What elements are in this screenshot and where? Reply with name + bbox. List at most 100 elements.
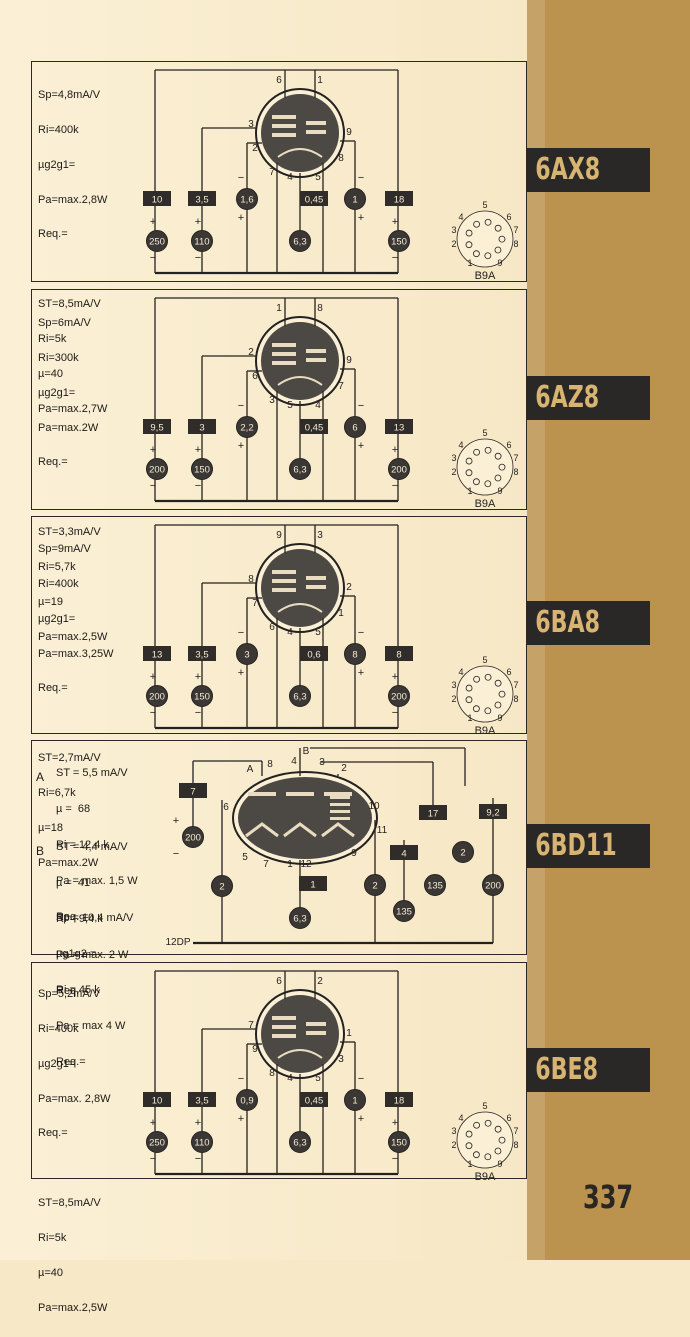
minus-sign: −	[358, 627, 364, 639]
circle-value: 135	[396, 907, 412, 918]
spec-line: Req.=	[38, 1127, 68, 1140]
spec-line: Pa = max 4 W	[56, 1020, 126, 1032]
grid-element	[272, 352, 296, 356]
value-box	[188, 1092, 216, 1107]
value-box	[419, 805, 447, 820]
grid-element	[330, 810, 350, 813]
plus-sign: +	[195, 1117, 201, 1129]
plus-sign: +	[195, 216, 201, 228]
pin-label: 5	[315, 627, 321, 638]
minus-sign: −	[358, 1073, 364, 1085]
socket-pin	[484, 252, 492, 260]
plus-sign: +	[195, 444, 201, 456]
value-circle	[146, 458, 168, 480]
plus-sign: +	[195, 671, 201, 683]
cathode	[321, 822, 355, 838]
pin-label: 3	[319, 757, 325, 768]
pin-label: 2	[317, 976, 323, 987]
circle-value: 6,3	[293, 914, 306, 925]
plus-sign: +	[392, 444, 398, 456]
grid-element	[306, 358, 326, 362]
socket-number: 9	[497, 258, 502, 268]
minus-sign: −	[195, 480, 201, 492]
spec-line: ST = 4,4 mA/V	[56, 841, 128, 853]
base-type: B9A	[475, 270, 496, 282]
circle-value: 1	[352, 195, 357, 206]
grid-element	[306, 1022, 326, 1026]
socket-pin	[494, 679, 502, 687]
value-circle	[191, 685, 213, 707]
circle-value: 2	[219, 882, 224, 893]
grid-element	[272, 579, 296, 583]
socket-number: 2	[451, 1140, 456, 1150]
tube-label-6ba8: 6BA8	[527, 601, 650, 645]
spec-line: Req.=	[38, 682, 68, 695]
pin-label: 8	[248, 574, 254, 585]
pin-label: 1	[338, 608, 344, 619]
pin-label: 4	[287, 1073, 293, 1084]
plus-sign: +	[150, 1117, 156, 1129]
value-box	[300, 1092, 328, 1107]
socket-pin	[494, 246, 502, 254]
pin-label: 1	[317, 75, 323, 86]
pin-label: 1	[346, 1028, 352, 1039]
value-circle	[388, 230, 410, 252]
circle-value: 1	[352, 1096, 357, 1107]
minus-sign: −	[150, 707, 156, 719]
socket-number: 2	[451, 239, 456, 249]
box-value: 0,45	[305, 423, 324, 434]
socket-number: 8	[513, 1140, 518, 1150]
socket-pin	[465, 457, 473, 465]
pin-label: 4	[315, 400, 321, 411]
circle-value: 250	[149, 237, 165, 248]
socket-number: 7	[513, 453, 518, 463]
socket-number: 4	[458, 1113, 463, 1123]
minus-sign: −	[173, 848, 179, 860]
value-circle	[146, 685, 168, 707]
circle-value: 135	[427, 881, 443, 892]
circle-value: 2	[460, 848, 465, 859]
circle-value: 8	[352, 650, 357, 661]
socket-number: 1	[467, 713, 472, 723]
pin-label: 4	[291, 756, 297, 767]
minus-sign: −	[358, 172, 364, 184]
value-circle	[211, 875, 233, 897]
page-number: 337	[583, 1178, 634, 1216]
circle-value: 150	[194, 692, 210, 703]
socket-number: 7	[513, 1126, 518, 1136]
grid-element	[306, 130, 326, 134]
heater	[277, 603, 323, 613]
minus-sign: −	[150, 480, 156, 492]
tube-label-6bd11: 6BD11	[527, 824, 650, 868]
pin-label: 6	[223, 802, 229, 813]
spec-line: ST = 5,5 mA/V	[56, 767, 128, 779]
socket-pin	[494, 1125, 502, 1133]
socket-pin	[484, 1153, 492, 1161]
spec-line: ST=2,7mA/V	[38, 752, 101, 765]
tube-label-6az8: 6AZ8	[527, 376, 650, 420]
socket-number: 3	[451, 453, 456, 463]
spec-line: µ = 68	[56, 803, 91, 815]
spec-line: Sp=6mA/V	[38, 317, 91, 330]
value-box	[385, 191, 413, 206]
socket-pin	[472, 250, 480, 258]
box-value: 3,5	[195, 650, 208, 661]
electrode	[286, 792, 314, 796]
section-label-a: A	[36, 770, 45, 784]
circle-value: 6,3	[293, 465, 306, 476]
socket-number: 5	[482, 655, 487, 665]
grid-element	[272, 1034, 296, 1038]
pin-label: 1	[287, 859, 293, 870]
circle-value: 1,6	[240, 195, 253, 206]
value-circle	[146, 230, 168, 252]
pin-label: 7	[252, 598, 258, 609]
plus-sign: +	[238, 212, 244, 224]
specs-6bd11-a: ST = 5,5 mA/V µ = 68 Ri = 12,4 k Pa = ma…	[56, 743, 138, 947]
circle-value: 0,9	[240, 1096, 253, 1107]
spec-line: µg2g1=	[38, 158, 76, 171]
plus-sign: +	[392, 1117, 398, 1129]
spec-line: µg2g1=	[38, 1057, 76, 1070]
value-circle	[191, 1131, 213, 1153]
pin-label: 6	[276, 976, 282, 987]
